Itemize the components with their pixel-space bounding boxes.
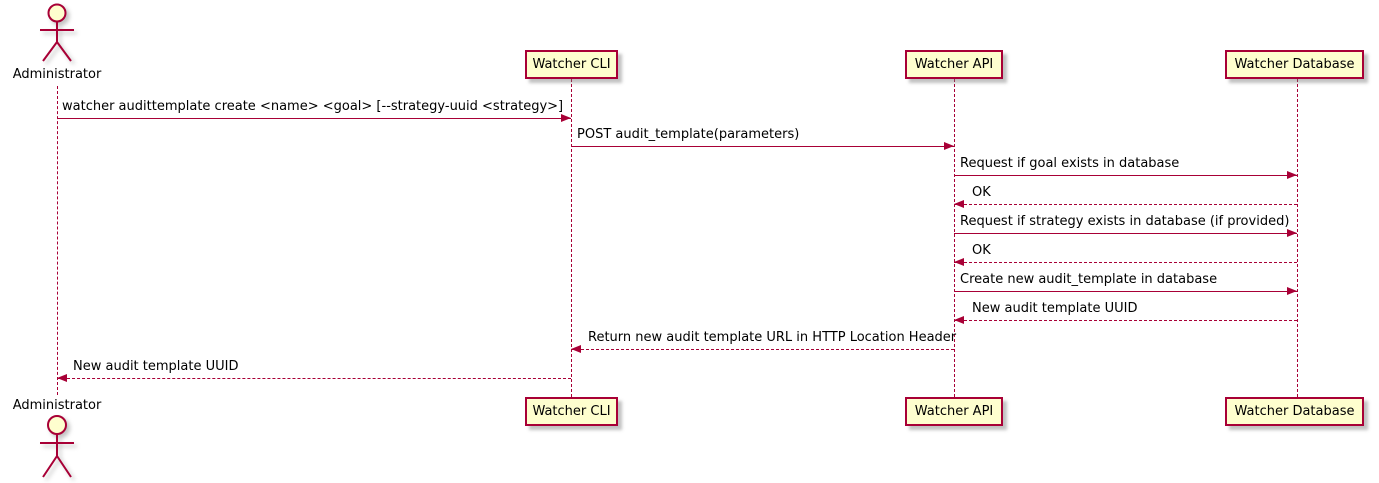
participant-watcher-database-bottom: Watcher Database — [1225, 397, 1364, 426]
arrowhead-right-icon — [561, 114, 571, 122]
message-line — [571, 349, 954, 350]
arrowhead-left-icon — [57, 374, 67, 382]
arrowhead-right-icon — [944, 142, 954, 150]
message-label: Request if strategy exists in database (… — [960, 214, 1290, 229]
message-label: New audit template UUID — [73, 359, 239, 374]
participant-watcher-cli-top: Watcher CLI — [525, 50, 618, 79]
lifeline-administrator — [57, 86, 58, 395]
message-label: Request if goal exists in database — [960, 156, 1180, 171]
message-line — [954, 204, 1297, 205]
message-label: New audit template UUID — [972, 301, 1138, 316]
message-line — [954, 175, 1297, 176]
participant-watcher-api-bottom: Watcher API — [905, 397, 1003, 426]
arrowhead-right-icon — [1287, 287, 1297, 295]
message-label: watcher audittemplate create <name> <goa… — [62, 99, 564, 114]
message-line — [57, 118, 571, 119]
participant-watcher-cli-bottom: Watcher CLI — [525, 397, 618, 426]
arrowhead-left-icon — [571, 345, 581, 353]
message-line — [571, 146, 954, 147]
message-label: Create new audit_template in database — [960, 272, 1218, 287]
message-label: Return new audit template URL in HTTP Lo… — [588, 330, 957, 345]
message-line — [954, 233, 1297, 234]
lifeline-watcher-api — [954, 79, 955, 397]
arrowhead-right-icon — [1287, 171, 1297, 179]
message-label: OK — [972, 185, 991, 200]
participant-watcher-api-top: Watcher API — [905, 50, 1003, 79]
arrowhead-right-icon — [1287, 229, 1297, 237]
actor-label-bottom: Administrator — [12, 398, 102, 413]
arrowhead-left-icon — [954, 258, 964, 266]
arrowhead-left-icon — [954, 316, 964, 324]
actor-label-top: Administrator — [12, 67, 102, 82]
message-line — [954, 262, 1297, 263]
message-line — [57, 378, 571, 379]
message-label: OK — [972, 243, 991, 258]
message-line — [954, 291, 1297, 292]
arrowhead-left-icon — [954, 200, 964, 208]
actor-icon-bottom — [35, 414, 79, 483]
participant-watcher-database-top: Watcher Database — [1225, 50, 1364, 79]
lifeline-watcher-database — [1297, 79, 1298, 397]
message-line — [954, 320, 1297, 321]
actor-icon — [35, 3, 79, 69]
message-label: POST audit_template(parameters) — [577, 127, 800, 142]
lifeline-watcher-cli — [571, 79, 572, 397]
